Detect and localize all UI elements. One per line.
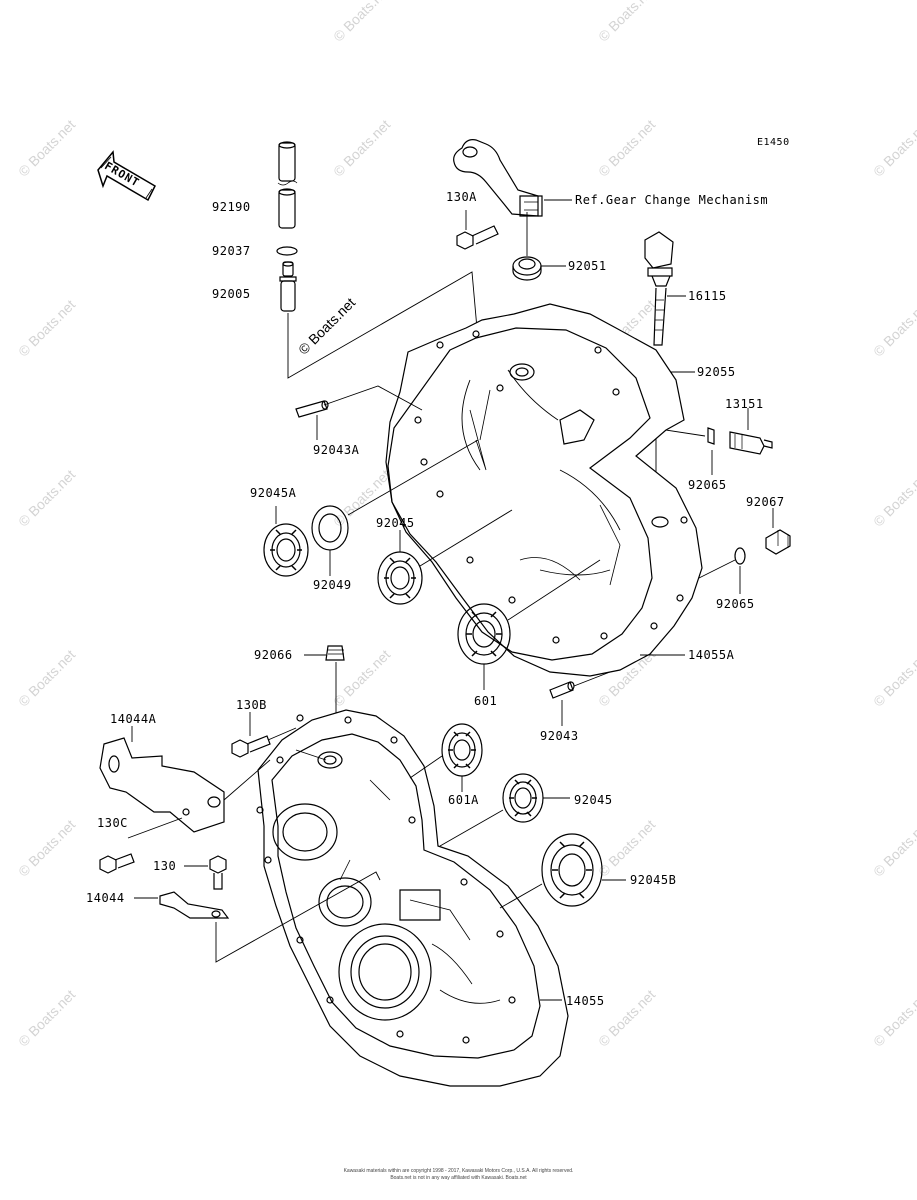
- part-label[interactable]: 130B: [236, 698, 267, 712]
- part-label[interactable]: 92045: [574, 793, 613, 807]
- dipstick-16115: [644, 231, 674, 346]
- bearing-92045A: [263, 523, 309, 577]
- part-label[interactable]: 92043: [540, 729, 579, 743]
- part-label[interactable]: 601: [474, 694, 498, 708]
- seal-92049: [311, 505, 349, 551]
- part-label[interactable]: 92066: [254, 648, 293, 662]
- pipe-92190: [277, 141, 298, 229]
- reference-note: Ref.Gear Change Mechanism: [575, 193, 769, 207]
- bearing-92045-upper: [377, 551, 423, 605]
- part-label[interactable]: 92049: [313, 578, 352, 592]
- diagram-code: E1450: [757, 137, 790, 148]
- part-label[interactable]: 13151: [725, 397, 764, 411]
- fitting-92005: [279, 261, 297, 312]
- part-label[interactable]: 14044: [86, 891, 125, 905]
- part-label[interactable]: 130C: [97, 816, 128, 830]
- part-label[interactable]: 92005: [212, 287, 251, 301]
- part-label[interactable]: 14055A: [688, 648, 735, 662]
- bolt-130: [209, 855, 227, 890]
- oring-92037: [276, 246, 298, 256]
- plug-92066: [325, 645, 345, 661]
- bolt-130B: [231, 735, 271, 758]
- part-label[interactable]: 92051: [568, 259, 607, 273]
- part-label[interactable]: 14055: [566, 994, 605, 1008]
- part-label[interactable]: 92045A: [250, 486, 297, 500]
- bearing-601A: [441, 723, 483, 777]
- shift-arm: [453, 139, 543, 217]
- part-label[interactable]: 130: [153, 859, 177, 873]
- copyright-line: Boats.net is not in any way affiliated w…: [390, 1175, 527, 1181]
- bracket-14044A: [99, 737, 225, 833]
- part-label[interactable]: 92045: [376, 516, 415, 530]
- part-label[interactable]: 92037: [212, 244, 251, 258]
- part-label[interactable]: 14044A: [110, 712, 157, 726]
- copyright-line: Kawasaki materials within are copyright …: [343, 1168, 574, 1174]
- bearing-92045-lower: [502, 773, 544, 823]
- clip-14044: [159, 891, 230, 919]
- switch-13151: [729, 431, 773, 455]
- bearing-601: [457, 603, 511, 665]
- washer-92065-top: [707, 427, 715, 445]
- part-label[interactable]: 130A: [446, 190, 477, 204]
- dowel-92043: [549, 681, 575, 699]
- seal-92051: [512, 256, 542, 281]
- dowel-92043A: [295, 400, 329, 418]
- part-label[interactable]: 92055: [697, 365, 736, 379]
- part-label[interactable]: 601A: [448, 793, 479, 807]
- part-label[interactable]: 16115: [688, 289, 727, 303]
- part-label[interactable]: 92065: [688, 478, 727, 492]
- part-label[interactable]: 92065: [716, 597, 755, 611]
- case-14055: [256, 709, 569, 1087]
- part-label[interactable]: 92067: [746, 495, 785, 509]
- copyright-footer: Kawasaki materials within are copyright …: [0, 1168, 917, 1182]
- part-label[interactable]: 92043A: [313, 443, 360, 457]
- plug-92067: [765, 529, 791, 555]
- bolt-130C: [99, 853, 135, 874]
- cover-14055A: [385, 303, 703, 677]
- part-label[interactable]: 92190: [212, 200, 251, 214]
- bolt-130A: [456, 225, 499, 250]
- washer-92065-lower: [734, 547, 746, 565]
- bearing-92045B: [541, 833, 603, 907]
- front-arrow-icon: [97, 150, 156, 202]
- part-label[interactable]: 92045B: [630, 873, 677, 887]
